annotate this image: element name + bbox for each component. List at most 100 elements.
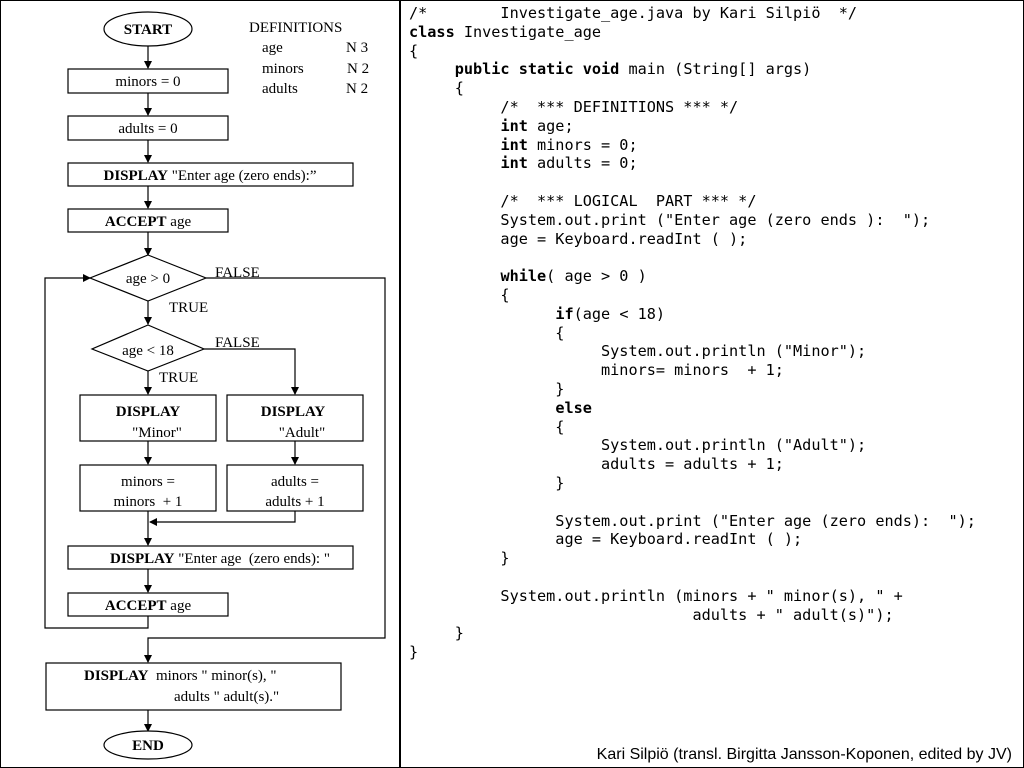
code-text: } [409,549,510,568]
display-minor-kw: DISPLAY [116,404,181,420]
code-text: (age < 18) [573,304,666,323]
code-text: ( age > 0 ) [546,267,647,286]
minor-false-label: FALSE [215,335,260,351]
definition-type-minors: N 2 [347,61,370,77]
code-keyword: int [500,116,528,135]
end-terminal [103,730,193,760]
credit-line: Kari Silpiö (transl. Birgitta Jansson-Ko… [596,746,1012,763]
minors-increment-line1: minors = [121,474,175,490]
code-line: minors= minors + 1; [409,361,784,379]
code-text: age = Keyboard.readInt ( ); [409,229,748,248]
code-line: { [409,324,564,342]
code-text: age = Keyboard.readInt ( ); [409,530,803,549]
flowchart: START minors = 0 adults = 0 DISPLAY "Ent… [44,11,386,760]
minors-init-label: minors = 0 [115,74,180,90]
code-keyword: else [555,398,592,417]
code-text: } [409,473,565,492]
code-text: { [409,285,510,304]
age-gt-0-decision [88,254,208,302]
display-minor-value: "Minor" [132,425,182,441]
code-text: /* *** LOGICAL PART *** */ [409,191,757,210]
definition-type-adults: N 2 [346,81,369,97]
code-line: age = Keyboard.readInt ( ); [409,230,747,248]
code-text [409,154,500,172]
code-line: /* *** DEFINITIONS *** */ [409,98,738,116]
minors-init-box [67,68,229,94]
code-line: while( age > 0 ) [409,267,647,286]
loop-false-label: FALSE [215,265,260,281]
code-text: System.out.println ("Adult"); [409,436,867,455]
display-adult-value: "Adult" [279,425,325,441]
code-line: System.out.println ("Adult"); [409,436,866,454]
code-text: /* *** DEFINITIONS *** */ [409,97,739,116]
definition-name-minors: minors [262,61,304,77]
accept-age-loop-label: ACCEPT age [105,598,192,614]
code-text: age; [527,116,574,135]
code-line: } [409,624,464,642]
code-line: } [409,474,564,492]
end-label: END [132,738,164,754]
code-line: int minors = 0; [409,135,638,154]
code-line: System.out.println ("Minor"); [409,342,866,360]
code-text: { [409,79,464,98]
code-keyword: public static void [454,60,620,79]
code-text [409,117,500,135]
code-line: } [409,643,418,661]
code-text: minors= minors + 1; [409,361,784,380]
start-terminal [103,11,193,47]
code-text [409,60,455,78]
accept-age-box [67,208,229,233]
code-keyword: if [555,304,574,323]
code-line: class Investigate_age [409,23,601,41]
start-label: START [124,22,172,38]
code-text: System.out.print ("Enter age (zero ends)… [409,511,976,530]
display-result-box [45,662,342,711]
code-text: } [409,624,464,643]
code-text: adults + " adult(s)"); [409,605,894,624]
code-line: int age; [409,116,574,135]
code-keyword: while [500,267,547,286]
code-line: age = Keyboard.readInt ( ); [409,530,802,548]
panel-divider [399,0,401,768]
code-text: { [409,417,565,436]
code-line: adults = adults + 1; [409,455,784,473]
adults-init-label: adults = 0 [118,121,177,137]
code-keyword: int [500,154,528,173]
code-text: { [409,323,565,342]
adults-init-box [67,115,229,141]
code-text: System.out.print ("Enter age (zero ends … [409,210,931,229]
code-keyword: class [409,22,455,41]
code-line: System.out.print ("Enter age (zero ends)… [409,512,976,530]
code-text [409,267,500,285]
java-code-listing: /* Investigate_age.java by Kari Silpiö *… [409,4,976,662]
display-prompt-loop-box [67,545,354,570]
loop-true-label: TRUE [169,300,208,316]
code-line: else [409,399,592,417]
code-text [409,305,555,323]
code-text: minors = 0; [527,135,638,154]
code-text: main (String[] args) [619,60,812,79]
code-line: { [409,285,510,304]
code-keyword: int [500,135,528,154]
code-line: } [409,549,510,568]
code-line: int adults = 0; [409,154,637,173]
code-line: System.out.println (minors + " minor(s),… [409,587,902,605]
display-result-line2: adults " adult(s)." [174,689,279,705]
definition-type-age: N 3 [346,40,369,56]
age-lt-18-label: age < 18 [122,343,174,359]
code-text: Investigate_age [454,22,602,41]
code-line: /* Investigate_age.java by Kari Silpiö *… [409,4,857,22]
code-line: { [409,42,418,60]
display-adult-kw: DISPLAY [261,404,326,420]
display-adult-box [226,394,364,442]
display-prompt-box [67,162,354,187]
code-line: if(age < 18) [409,305,665,323]
code-text: { [409,41,419,60]
code-text [409,136,500,154]
definition-name-age: age [262,40,283,56]
minors-increment-box [79,464,217,512]
code-text: /* Investigate_age.java by Kari Silpiö *… [409,4,858,22]
accept-age-loop-box [67,592,229,617]
code-text: } [409,643,419,662]
display-prompt-loop-label: DISPLAY "Enter age (zero ends): " [110,551,330,567]
